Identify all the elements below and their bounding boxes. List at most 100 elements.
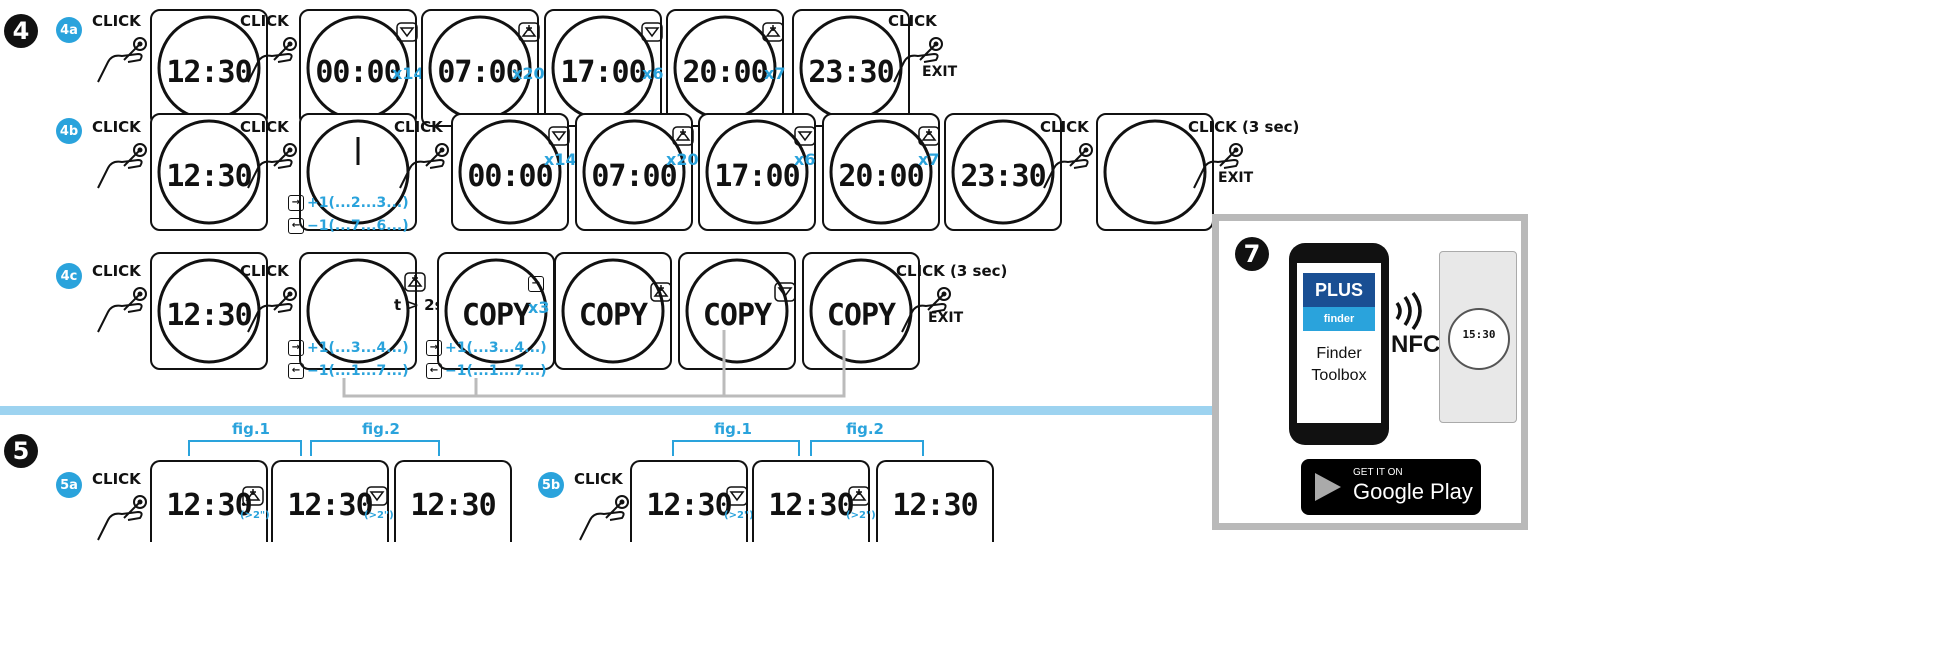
google-play-icon (1315, 473, 1341, 501)
right-arrow-icon: → (528, 276, 547, 292)
timer-device: 15:30 (1439, 251, 1517, 423)
hand-press-icon (247, 287, 297, 333)
decrement-range: ←−1(...1...7...) (288, 363, 409, 379)
section-divider (0, 406, 1212, 415)
clock-display: 12:30 (150, 252, 268, 370)
click-label: CLICK (240, 118, 289, 136)
hold-duration-label: t > 2s (394, 296, 444, 314)
repeat-count: x7 (764, 64, 786, 83)
clock-display: 23:30 (792, 9, 910, 127)
decrement-text: −1(...1...7...) (307, 363, 409, 379)
repeat-count: x20 (512, 64, 545, 83)
increment-text: +1(...2...3...) (307, 195, 409, 211)
hand-press-icon (1193, 143, 1243, 189)
clock-display (299, 113, 417, 231)
click-label: CLICK (240, 262, 289, 280)
click-3sec-label: CLICK (3 sec) (1188, 118, 1300, 136)
up-button-icon (848, 486, 870, 506)
clock-display: 12:30 (630, 460, 748, 542)
clock-display: 20:00 (822, 113, 940, 231)
click-3sec-label: CLICK (3 sec) (896, 262, 1008, 280)
decrement-range: ←−1(...1...7...) (426, 363, 547, 379)
hand-press-icon (247, 143, 297, 189)
lcd-time: 20:00 (838, 159, 924, 194)
decrement-range: ←−1(...7...6...) (288, 218, 409, 234)
fig1-label: fig.1 (232, 420, 270, 438)
click-label: CLICK (1040, 118, 1089, 136)
clock-display: 23:30 (944, 113, 1062, 231)
hold-label: (>2") (364, 510, 394, 521)
decrement-text: −1(...7...6...) (307, 218, 409, 234)
store-top-text: GET IT ON (1353, 467, 1403, 478)
right-arrow-icon: → (426, 340, 442, 356)
hold-label: (>2") (240, 510, 270, 521)
lcd-time: 17:00 (560, 55, 646, 90)
hand-press-icon (399, 143, 449, 189)
clock-display: 12:30 (394, 460, 512, 542)
increment-text: +1(...3...4...) (445, 340, 547, 356)
hand-press-icon (97, 37, 147, 83)
click-label: CLICK (574, 470, 623, 488)
fig1-bracket (672, 440, 800, 456)
nfc-label: NFC (1391, 331, 1441, 358)
lcd-copy: COPY (702, 298, 772, 333)
step-5-badge: 5 (4, 434, 38, 468)
lcd-time: 23:30 (960, 159, 1046, 194)
up-button-icon (518, 22, 540, 42)
repeat-count: x7 (918, 150, 940, 169)
smartphone: PLUS finder Finder Toolbox (1289, 243, 1389, 445)
up-button-icon (242, 486, 264, 506)
clock-display: 12:30 (150, 460, 268, 542)
increment-range: →+1(...3...4...) (426, 340, 547, 356)
fig2-label: fig.2 (846, 420, 884, 438)
clock-display: 12:30 (752, 460, 870, 542)
lcd-time: 12:30 (892, 488, 978, 523)
clock-display: COPY (678, 252, 796, 370)
substep-5a-badge: 5a (56, 472, 82, 498)
lcd-time: 07:00 (437, 55, 523, 90)
clock-display (299, 252, 417, 370)
hold-label: (>2") (846, 510, 876, 521)
click-label: CLICK (240, 12, 289, 30)
clock-display: 20:00 (666, 9, 784, 127)
down-button-icon (726, 486, 748, 506)
app-plus-label: PLUS (1303, 273, 1375, 307)
fig1-bracket (188, 440, 302, 456)
repeat-count: x6 (794, 150, 816, 169)
clock-display: COPY (802, 252, 920, 370)
lcd-time: 17:00 (714, 159, 800, 194)
repeat-count: x20 (666, 150, 699, 169)
hand-press-icon (97, 495, 147, 541)
click-label: CLICK (92, 118, 141, 136)
lcd-time: 23:30 (808, 55, 894, 90)
lcd-time: 07:00 (591, 159, 677, 194)
device-lcd: 15:30 (1462, 328, 1496, 341)
lcd-copy: COPY (578, 298, 648, 333)
app-name-line2: Toolbox (1311, 367, 1367, 384)
hand-press-icon (97, 287, 147, 333)
nfc-app-panel: 7 PLUS finder Finder Toolbox NFC 15:30 G… (1212, 214, 1528, 530)
phone-screen: PLUS finder Finder Toolbox (1297, 263, 1381, 423)
clock-display: 17:00 (698, 113, 816, 231)
increment-range: →+1(...2...3...) (288, 195, 409, 211)
down-button-icon (774, 282, 796, 302)
substep-4c-badge: 4c (56, 263, 82, 289)
click-label: CLICK (92, 262, 141, 280)
down-button-icon (548, 126, 570, 146)
down-button-icon (641, 22, 663, 42)
clock-display: 12:30 (876, 460, 994, 542)
click-label: CLICK (92, 12, 141, 30)
lcd-time: 00:00 (315, 55, 401, 90)
store-name-text: Google Play (1353, 479, 1473, 504)
step-4-badge: 4 (4, 14, 38, 48)
substep-4a-badge: 4a (56, 17, 82, 43)
google-play-badge[interactable]: GET IT ON Google Play (1301, 459, 1481, 515)
click-label: CLICK (394, 118, 443, 136)
down-button-icon (794, 126, 816, 146)
left-arrow-icon: ← (288, 363, 304, 379)
exit-label: EXIT (928, 310, 964, 326)
finder-logo: finder (1303, 307, 1375, 331)
repeat-count: x14 (544, 150, 577, 169)
clock-display: COPY (554, 252, 672, 370)
hand-press-icon (893, 37, 943, 83)
